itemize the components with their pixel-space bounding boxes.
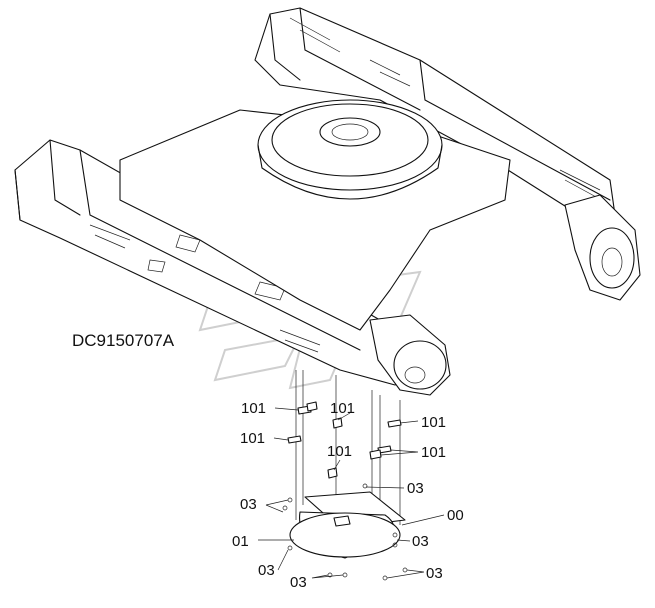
callout-03-e: 03 (290, 574, 307, 591)
track-frame (14, 7, 641, 396)
callout-03-a: 03 (407, 480, 424, 497)
callout-03-b: 03 (240, 496, 257, 513)
callout-101-a: 101 (241, 400, 266, 417)
callout-03-f: 03 (426, 565, 443, 582)
callout-00: 00 (447, 507, 464, 524)
callout-leaders (258, 407, 445, 579)
callout-101-d: 101 (240, 430, 265, 447)
callout-101-b: 101 (330, 400, 355, 417)
drawing-code: DC9150707A (72, 331, 175, 350)
callout-101-c: 101 (421, 414, 446, 431)
callout-03-c: 03 (412, 533, 429, 550)
cover-plate (282, 483, 408, 581)
callout-01: 01 (232, 533, 249, 550)
bolt-parts (287, 401, 402, 479)
callout-101-e: 101 (421, 444, 446, 461)
callout-101-f: 101 (327, 443, 352, 460)
callout-03-d: 03 (258, 562, 275, 579)
